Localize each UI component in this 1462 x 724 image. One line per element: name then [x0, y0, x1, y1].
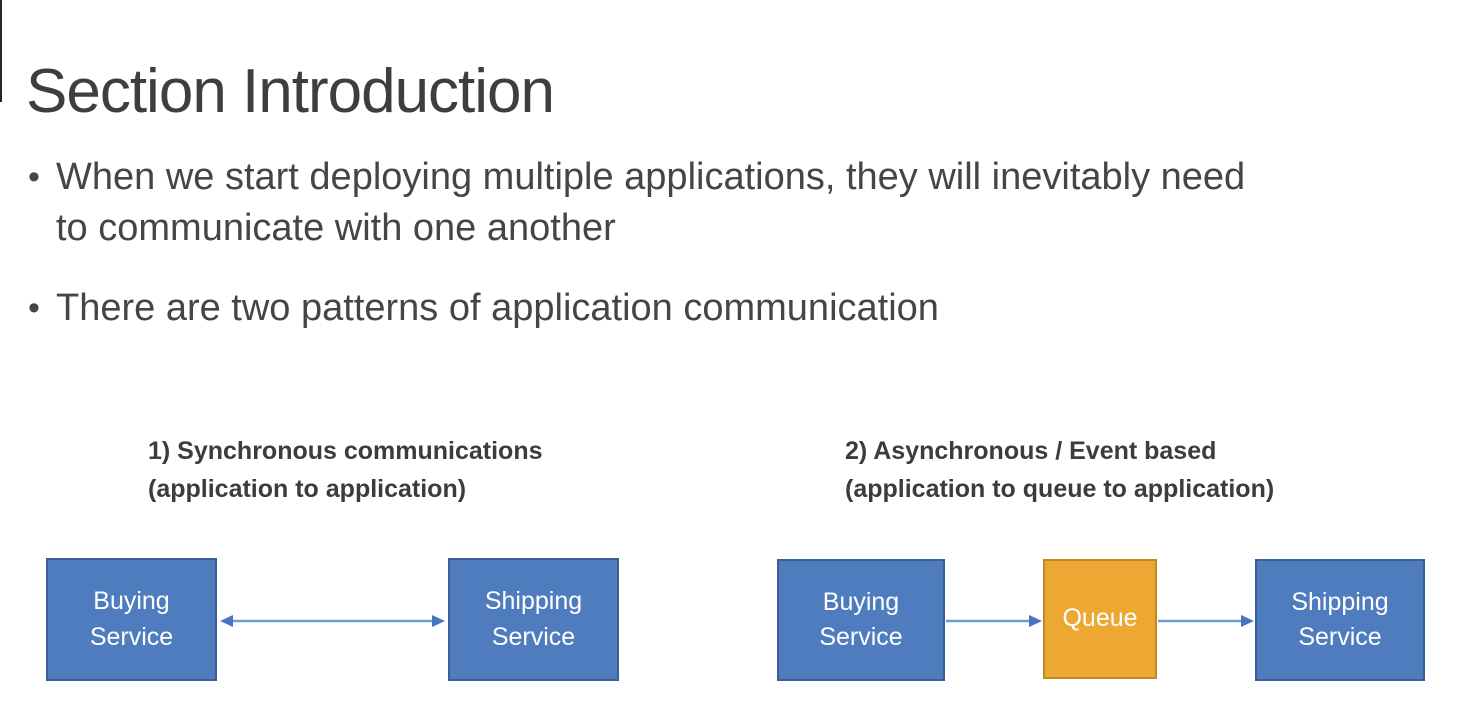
queue-box: Queue: [1043, 559, 1157, 679]
bullet-item: • There are two patterns of application …: [28, 283, 1438, 334]
bullet-list: • When we start deploying multiple appli…: [28, 152, 1438, 334]
diagram-heading-asynchronous: 2) Asynchronous / Event based (applicati…: [845, 437, 1275, 503]
slide-title: Section Introduction: [26, 56, 555, 126]
shipping-service-box: Shipping Service: [448, 558, 619, 681]
bidirectional-arrow: [220, 615, 445, 627]
buying-service-box: Buying Service: [46, 558, 217, 681]
screen-edge-artifact: [0, 0, 2, 102]
buying-service-box: Buying Service: [777, 559, 945, 681]
arrow-buying-to-queue-icon: [946, 615, 1042, 627]
bullet-marker: •: [28, 289, 40, 328]
bullet-text: When we start deploying multiple applica…: [56, 156, 1246, 249]
bullet-text: There are two patterns of application co…: [56, 287, 939, 330]
arrow-queue-to-shipping-icon: [1158, 615, 1254, 627]
diagram-heading-synchronous: 1) Synchronous communications (applicati…: [148, 437, 543, 503]
bullet-marker: •: [28, 158, 40, 196]
bullet-item: • When we start deploying multiple appli…: [28, 152, 1438, 253]
shipping-service-box: Shipping Service: [1255, 559, 1425, 681]
